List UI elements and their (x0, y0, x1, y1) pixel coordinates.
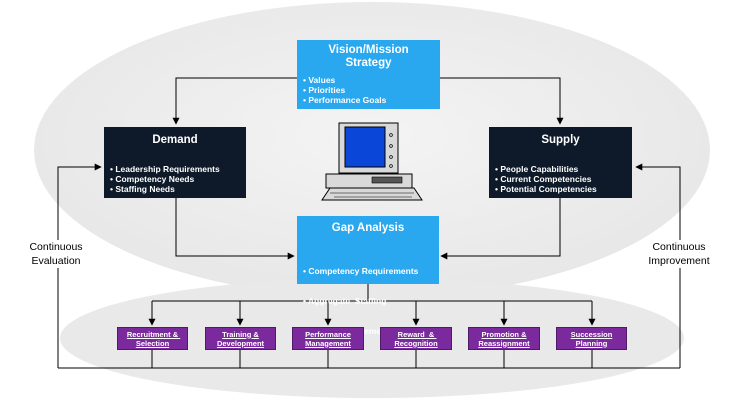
gap-analysis-box: Gap Analysis Competency Requirements Agg… (297, 216, 439, 336)
demand-item: Competency Needs (110, 174, 240, 184)
supply-item: People Capabilities (495, 164, 626, 174)
demand-box: Demand Leadership Requirements Competenc… (104, 127, 246, 198)
vision-mission-list: Values Priorities Performance Goals (303, 75, 434, 105)
process-promotion-reassignment: Promotion & Reassignment (468, 327, 540, 350)
connector-vision-supply (440, 77, 564, 125)
demand-list: Leadership Requirements Competency Needs… (110, 164, 240, 194)
connector-vision-demand (172, 77, 297, 125)
process-training-development: Training & Development (205, 327, 276, 350)
feedback-left-loop (57, 163, 102, 368)
vision-mission-title: Vision/Mission Strategy (328, 44, 409, 69)
connector-demand-gap (175, 198, 295, 260)
gap-item: Competency Requirements (303, 266, 433, 276)
vision-item: Priorities (303, 85, 434, 95)
computer-icon (321, 122, 423, 201)
vision-item: Values (303, 75, 434, 85)
gap-item: Aggregate Staffing (303, 296, 433, 306)
demand-title: Demand (152, 134, 198, 146)
gap-analysis-title: Gap Analysis (331, 222, 405, 234)
supply-list: People Capabilities Current Competencies… (495, 164, 626, 194)
continuous-evaluation-label: Continuous Evaluation (23, 240, 89, 268)
connector-supply-gap (440, 198, 561, 260)
supply-box: Supply People Capabilities Current Compe… (489, 127, 632, 198)
supply-item: Current Competencies (495, 174, 626, 184)
vision-item: Performance Goals (303, 95, 434, 105)
process-performance-management: Performance Management (292, 327, 364, 350)
continuous-improvement-label: Continuous Improvement (641, 240, 717, 268)
process-reward-recognition: Reward & Recognition (380, 327, 452, 350)
vision-mission-box: Vision/Mission Strategy Values Prioritie… (297, 40, 440, 109)
process-recruitment-selection: Recruitment & Selection (117, 327, 188, 350)
demand-item: Leadership Requirements (110, 164, 240, 174)
demand-item: Staffing Needs (110, 184, 240, 194)
supply-title: Supply (541, 134, 580, 146)
process-succession-planning: Succession Planning (556, 327, 627, 350)
feedback-right-loop (635, 163, 681, 368)
supply-item: Potential Competencies (495, 184, 626, 194)
